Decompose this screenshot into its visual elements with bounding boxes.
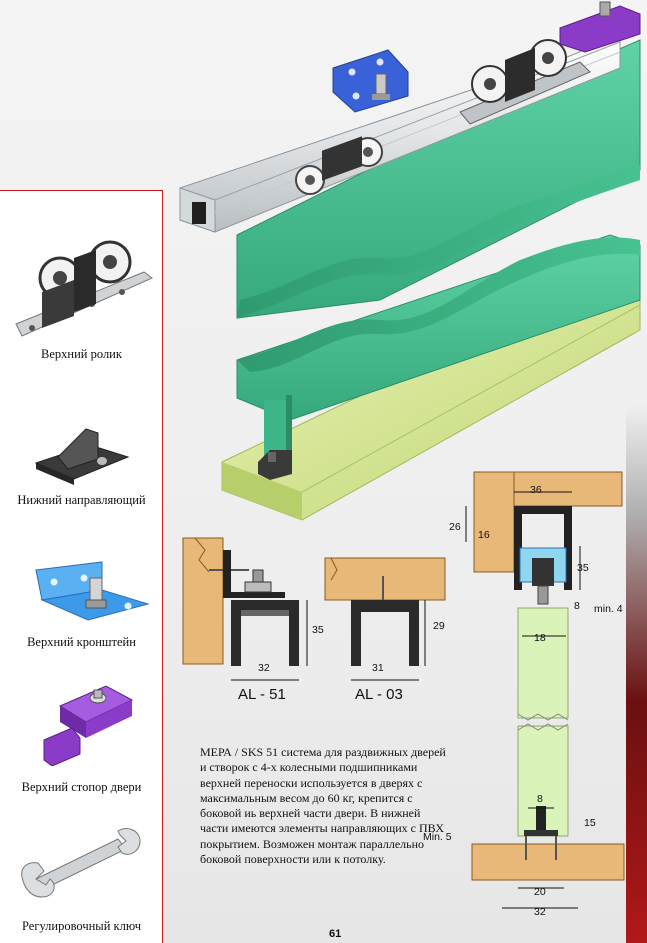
component-label-lower-guide: Нижний направляющий [17,493,146,507]
installation-section [465,471,625,909]
component-label-upper-roller: Верхний ролик [41,347,122,361]
al03-height-dim: 29 [433,620,445,632]
upper-carriage [459,39,591,125]
product-description: МЕРА / SKS 51 система для раздвижных две… [200,745,446,867]
install-top-width-dim: 36 [530,484,542,496]
al51-width-dim: 32 [258,662,270,674]
install-height-dim: 35 [577,562,589,574]
al51-height-dim: 35 [312,624,324,636]
hero-illustration [179,1,641,521]
door-stopper-icon [43,685,134,766]
page-edge-bar [626,405,647,943]
install-roller-dim: 18 [534,632,546,644]
install-gap-dim: 8 [574,600,580,612]
install-base-inner-dim: 20 [534,886,546,898]
install-base-outer-dim: 32 [534,906,546,918]
install-min-top-dim: min. 4 [594,603,623,615]
profile-label-al51: AL - 51 [238,686,286,703]
component-label-door-stopper: Верхний стопор двери [21,780,142,794]
upper-bracket-icon [35,561,150,621]
install-guide-height-dim: 15 [584,817,596,829]
upper-roller-icon [15,240,153,337]
install-screw-dim: 16 [478,529,490,541]
lower-guide-icon [34,428,130,485]
al03-width-dim: 31 [372,662,384,674]
profile-label-al03: AL - 03 [355,686,403,703]
profile-drawings [182,537,446,681]
rail-roller [295,136,383,195]
component-label-wrench: Регулировочный ключ [22,919,141,933]
page-number: 61 [329,928,342,940]
install-offset-dim: 26 [449,521,461,533]
blue-bracket [332,49,409,113]
adjusting-wrench-icon [21,828,141,898]
component-label-upper-bracket: Верхний кронштейн [27,635,136,649]
install-min-bottom-dim: Min. 5 [423,831,452,843]
rail-stopper [559,1,641,53]
lower-door-panel [236,234,641,480]
install-guide-width-dim: 8 [537,793,543,805]
